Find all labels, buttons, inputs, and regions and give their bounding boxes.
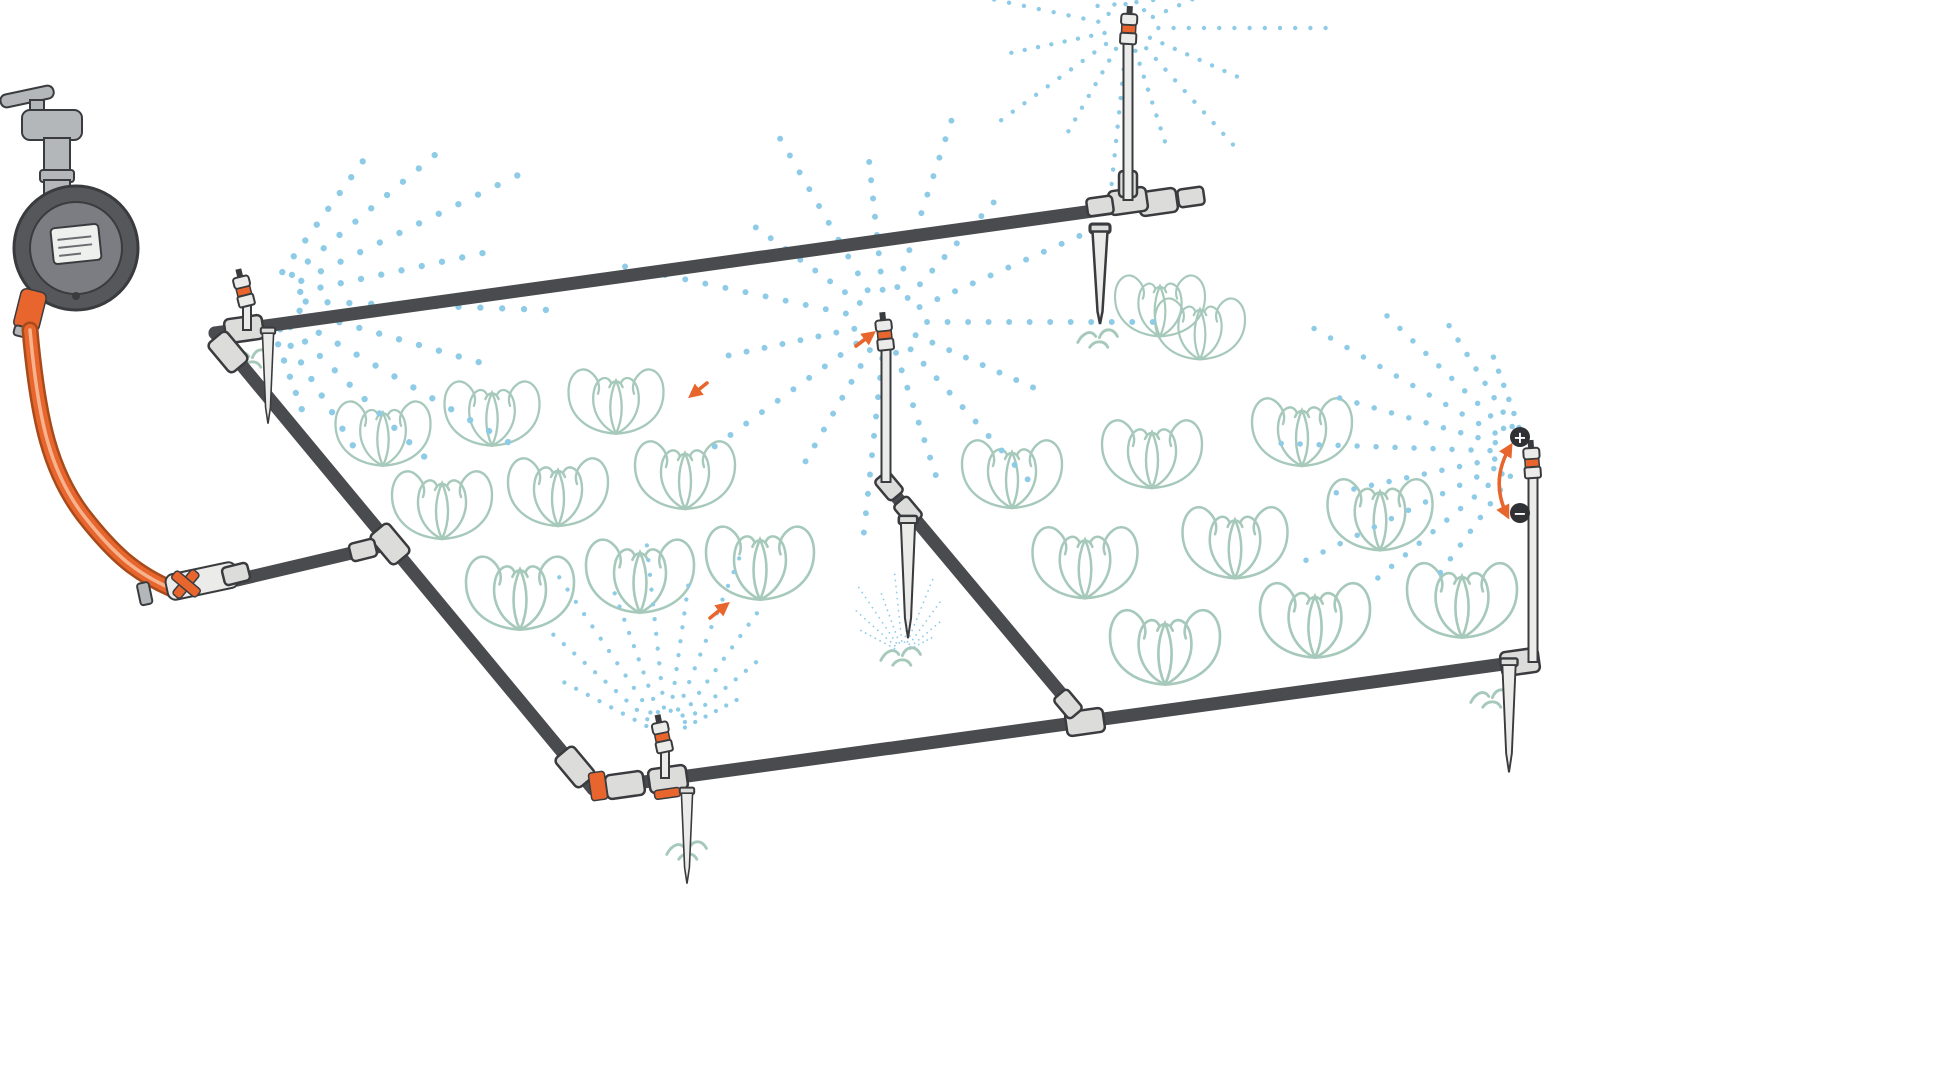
sprinklers bbox=[229, 4, 1543, 885]
sprinkler-middle bbox=[873, 310, 919, 640]
sprinkler-top bbox=[1088, 4, 1139, 326]
tap-body bbox=[21, 109, 83, 141]
pipe-bottom bbox=[586, 653, 1540, 796]
flow-adjustment-badges: + − bbox=[1510, 427, 1530, 523]
timer-display-lines bbox=[57, 235, 93, 257]
hose-stripe bbox=[28, 328, 174, 591]
direction-arrow bbox=[688, 381, 709, 399]
tap-handle bbox=[0, 84, 55, 109]
increase-badge: + bbox=[1510, 427, 1530, 447]
wing-screw bbox=[171, 570, 201, 598]
sprinkler-riser bbox=[1527, 473, 1539, 663]
water-timer bbox=[12, 179, 140, 312]
sprinkler-top-left bbox=[229, 266, 277, 425]
tap-spout bbox=[43, 137, 71, 175]
timer-display bbox=[49, 222, 103, 266]
sprinkler-bottom bbox=[648, 712, 696, 885]
end-cap bbox=[1175, 185, 1207, 209]
flow-adjust-arrow bbox=[1496, 442, 1513, 520]
orange-clamp bbox=[587, 770, 609, 802]
direction-arrow bbox=[708, 601, 730, 620]
minus-label: − bbox=[1513, 504, 1526, 523]
hose-pipe-connector bbox=[136, 560, 253, 607]
pipe-top bbox=[208, 190, 1201, 340]
sprinkler-right bbox=[1499, 438, 1543, 774]
sprinkler-riser bbox=[1122, 39, 1134, 201]
water-tap bbox=[0, 84, 83, 183]
timer-button bbox=[72, 292, 80, 300]
plus-label: + bbox=[1513, 428, 1526, 447]
minus-icon bbox=[1510, 503, 1530, 523]
plus-icon bbox=[1510, 427, 1530, 447]
decrease-badge: − bbox=[1510, 503, 1530, 523]
elbow-fitting bbox=[603, 769, 647, 801]
sprinkler-riser bbox=[880, 345, 892, 483]
pipe-left bbox=[208, 326, 600, 796]
direction-arrow bbox=[854, 330, 877, 348]
connector-ring bbox=[136, 581, 154, 607]
supply-assembly bbox=[0, 84, 253, 607]
adjustment-arrows bbox=[688, 330, 1513, 620]
spike-mount bbox=[1084, 194, 1116, 218]
garden-hose bbox=[21, 321, 181, 598]
